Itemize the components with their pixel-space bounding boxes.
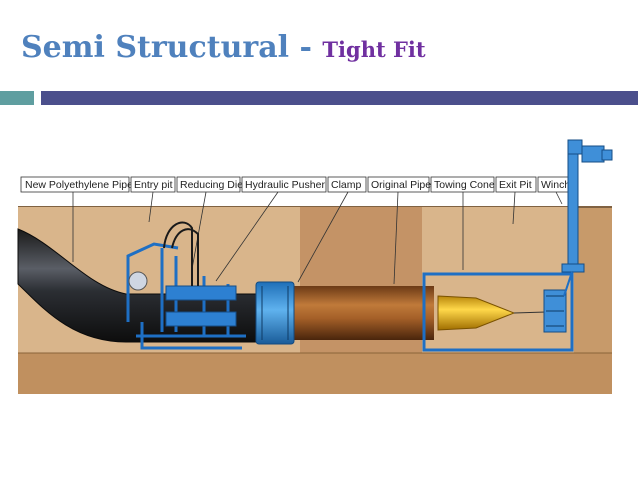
header-rule (41, 91, 638, 105)
towing-cone (437, 295, 516, 331)
label-winch: Winch (541, 179, 570, 191)
callout-labels: New Polyethylene Pipe Entry pit Reducing… (20, 176, 577, 193)
label-reducing-die: Reducing Die (180, 179, 243, 191)
winch-cable (513, 311, 547, 314)
clamp (255, 281, 295, 345)
leader-lines (72, 191, 563, 285)
accent-bar (0, 91, 34, 105)
pressure-gauge (128, 271, 148, 291)
title-main: Semi Structural - (21, 30, 323, 65)
label-towing-cone: Towing Cone (434, 179, 495, 191)
pipe-bursting-diagram: New Polyethylene Pipe Entry pit Reducing… (17, 139, 613, 394)
label-clamp: Clamp (331, 179, 362, 191)
original-pipe (292, 286, 426, 340)
label-new-polyethylene-pipe: New Polyethylene Pipe (25, 179, 133, 191)
slide-title: Semi Structural - Tight Fit (21, 30, 426, 65)
title-sub: Tight Fit (322, 37, 426, 62)
label-hydraulic-pusher: Hydraulic Pusher (245, 179, 325, 191)
label-original-pipe: Original Pipe (371, 179, 431, 191)
label-entry-pit: Entry pit (134, 179, 173, 191)
winch (561, 139, 613, 273)
exit-pit-frame (422, 272, 574, 352)
label-exit-pit: Exit Pit (499, 179, 532, 191)
